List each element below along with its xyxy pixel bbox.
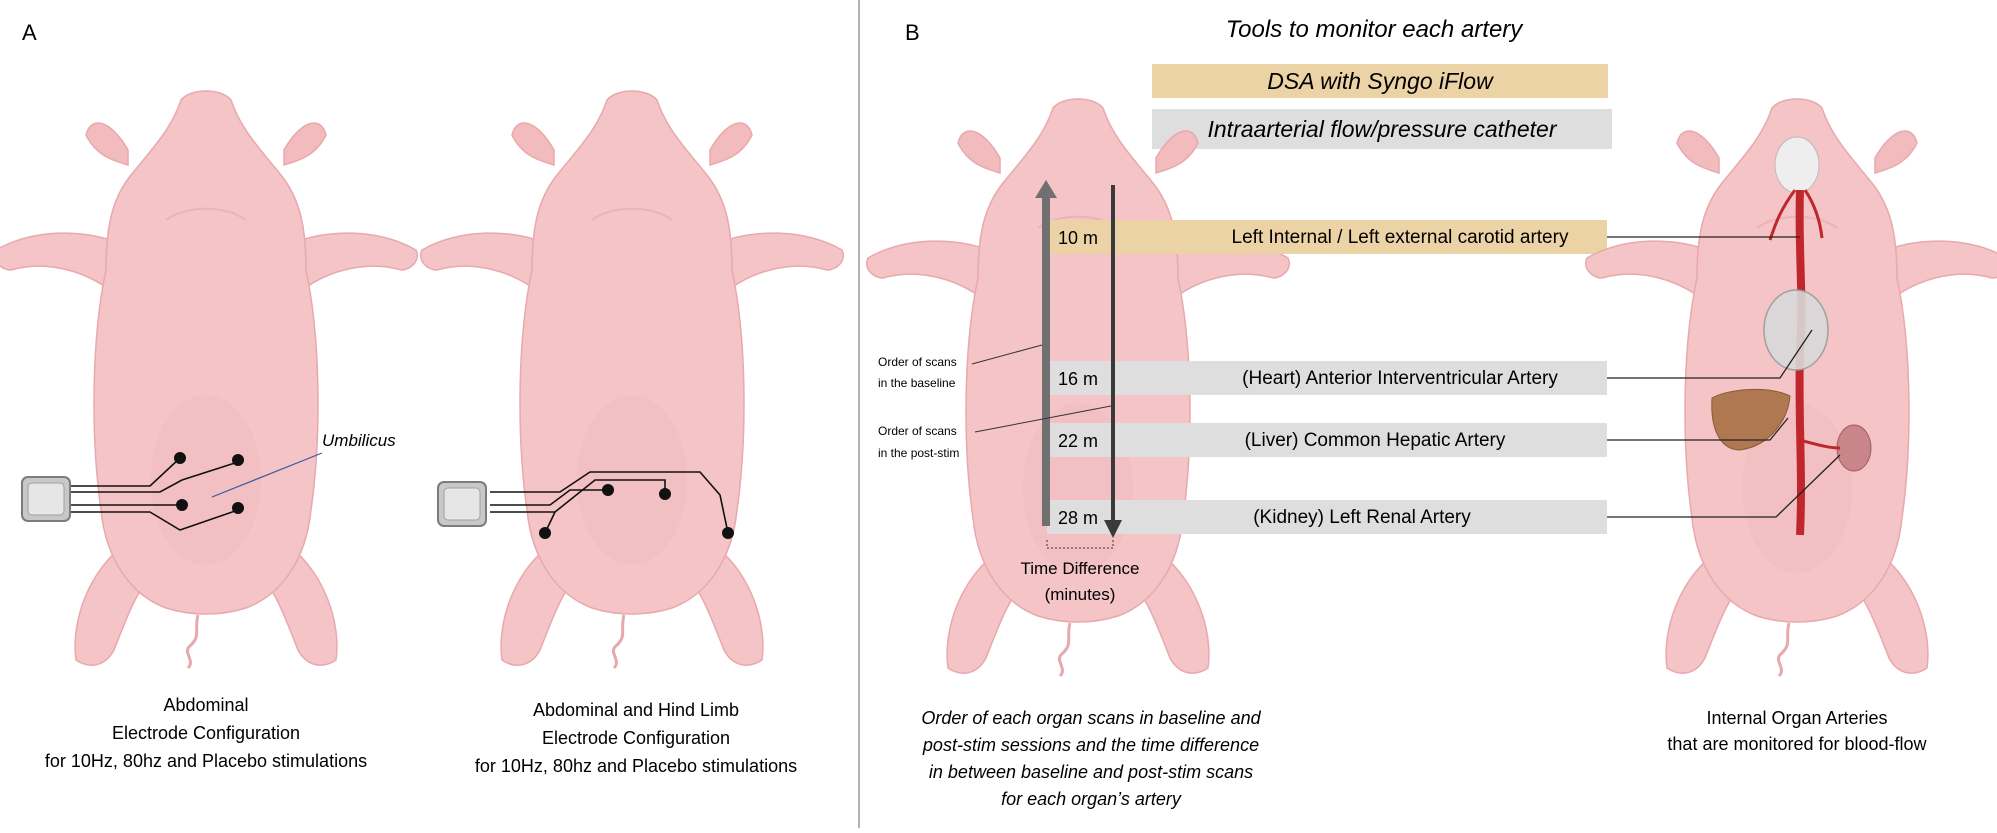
electrodes-2 (539, 484, 734, 539)
poststim-label-line1: Order of scans (878, 424, 957, 438)
baseline-label-line2: in the baseline (878, 376, 956, 390)
artery-connectors (1607, 236, 1841, 518)
umbilicus-label: Umbilicus (322, 431, 396, 450)
scan-row-4-time: 28 m (1058, 508, 1098, 528)
stimulator-box-1 (21, 476, 71, 522)
figure2-caption-line3: for 10Hz, 80hz and Placebo stimulations (475, 756, 797, 776)
scan-row-2-bar (1047, 361, 1607, 395)
order-caption-line4: for each organ’s artery (1001, 789, 1182, 809)
stimulator-box-2 (437, 481, 487, 527)
figure1-caption-line2: Electrode Configuration (112, 723, 300, 743)
scan-row-2-artery: (Heart) Anterior Interventricular Artery (1242, 368, 1558, 389)
scan-row-2-time: 16 m (1058, 369, 1098, 389)
scan-row-2: 16 m (Heart) Anterior Interventricular A… (1047, 361, 1607, 395)
scan-row-3: 22 m (Liver) Common Hepatic Artery (1047, 423, 1607, 457)
electrode-wiring-1 (70, 457, 239, 531)
order-caption-line1: Order of each organ scans in baseline an… (921, 708, 1261, 728)
panel-b-label: B (905, 20, 920, 45)
scan-row-4-bar (1047, 500, 1607, 534)
poststim-label-pointer (974, 405, 1112, 433)
scan-row-3-artery: (Liver) Common Hepatic Artery (1245, 430, 1506, 451)
scan-row-4-artery: (Kidney) Left Renal Artery (1253, 507, 1471, 528)
kidney-icon (1836, 424, 1872, 472)
scan-row-3-time: 22 m (1058, 431, 1098, 451)
scan-row-1-time: 10 m (1058, 228, 1098, 248)
baseline-label-line1: Order of scans (878, 355, 957, 369)
order-caption-line2: post-stim sessions and the time differen… (922, 735, 1259, 755)
arteries-caption-line2: that are monitored for blood-flow (1667, 734, 1927, 754)
figure2-caption-line2: Electrode Configuration (542, 728, 730, 748)
internal-organs (1711, 136, 1872, 536)
scan-row-1-bar (1047, 220, 1607, 254)
skull-icon (1774, 136, 1820, 194)
umbilicus-pointer (211, 452, 323, 498)
baseline-order-arrow (1035, 180, 1057, 526)
time-difference-bracket (1046, 540, 1114, 549)
scan-row-4: 28 m (Kidney) Left Renal Artery (1047, 500, 1607, 534)
electrodes-1 (174, 452, 244, 514)
tools-title: Tools to monitor each artery (1226, 16, 1525, 43)
panel-a-label: A (22, 20, 37, 45)
pig-illustration-1 (0, 89, 419, 670)
arteries-caption-line1: Internal Organ Arteries (1706, 708, 1887, 728)
tool-catheter-label: Intraarterial flow/pressure catheter (1208, 116, 1558, 142)
tool-dsa-label: DSA with Syngo iFlow (1267, 68, 1494, 94)
tool-catheter-swatch (1152, 109, 1612, 149)
figure1-caption-line1: Abdominal (163, 695, 248, 715)
scan-row-1-artery: Left Internal / Left external carotid ar… (1232, 227, 1569, 248)
heart-icon (1763, 289, 1829, 371)
order-caption-line3: in between baseline and post-stim scans (929, 762, 1253, 782)
poststim-label-line2: in the post-stim (878, 446, 959, 460)
time-difference-label-line1: Time Difference (1020, 559, 1139, 578)
time-difference-label-line2: (minutes) (1045, 585, 1116, 604)
tool-dsa-swatch (1152, 64, 1608, 98)
figure2-caption-line1: Abdominal and Hind Limb (533, 700, 739, 720)
figure1-caption-line3: for 10Hz, 80hz and Placebo stimulations (45, 751, 367, 771)
baseline-label-pointer (971, 344, 1043, 365)
poststim-order-arrow (1104, 185, 1122, 538)
scan-row-3-bar (1047, 423, 1607, 457)
electrode-wiring-2 (490, 471, 729, 534)
scan-row-1: 10 m Left Internal / Left external carot… (1047, 220, 1607, 254)
pig-illustration-2 (419, 89, 845, 670)
liver-icon (1711, 389, 1791, 451)
